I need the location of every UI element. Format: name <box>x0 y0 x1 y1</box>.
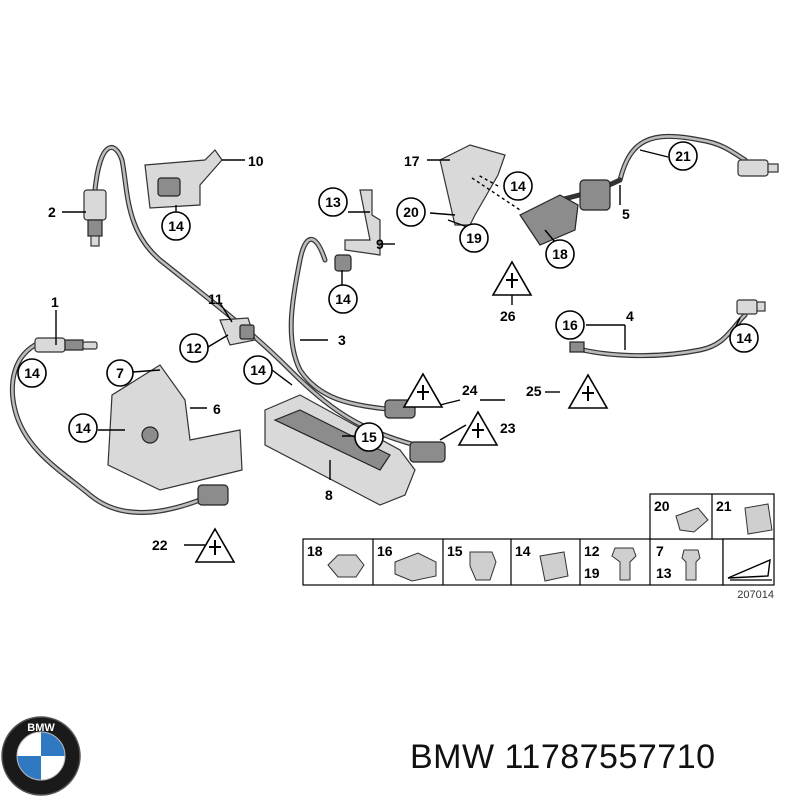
label-3: 3 <box>338 332 346 348</box>
label-2: 2 <box>48 204 56 220</box>
svg-text:14: 14 <box>24 365 40 381</box>
clip-icon <box>394 552 437 582</box>
svg-text:14: 14 <box>510 178 526 194</box>
holder-8 <box>264 394 416 506</box>
callout-19: 19 <box>459 223 489 253</box>
svg-text:18: 18 <box>552 246 568 262</box>
label-23: 23 <box>500 420 516 436</box>
label-1: 1 <box>51 294 59 310</box>
warning-triangle-24 <box>402 372 444 408</box>
svg-text:19: 19 <box>466 230 482 246</box>
svg-text:21: 21 <box>675 148 691 164</box>
callout-15: 15 <box>354 422 384 452</box>
label-4: 4 <box>626 308 634 324</box>
svg-text:7: 7 <box>116 365 124 381</box>
oxygen-sensor-21 <box>737 159 779 177</box>
callout-21: 21 <box>668 141 698 171</box>
svg-text:BMW: BMW <box>27 722 55 734</box>
oxygen-sensor-4 <box>569 299 766 353</box>
label-22: 22 <box>152 537 168 553</box>
svg-text:20: 20 <box>403 204 419 220</box>
legend-13: 13 <box>656 565 672 581</box>
bracket-9 <box>334 189 381 272</box>
callout-14b: 14 <box>17 358 47 388</box>
svg-text:15: 15 <box>361 429 377 445</box>
label-11: 11 <box>208 291 223 307</box>
legend-19: 19 <box>584 565 600 581</box>
bracket-11 <box>219 317 256 346</box>
label-24: 24 <box>462 382 478 398</box>
callout-14d: 14 <box>243 355 273 385</box>
svg-text:14: 14 <box>335 291 351 307</box>
clip-icon-21 <box>744 503 773 535</box>
label-25: 25 <box>526 383 542 399</box>
bracket-17 <box>439 144 506 226</box>
label-9: 9 <box>376 236 384 252</box>
legend-14: 14 <box>515 543 531 559</box>
sensor-cables <box>9 133 748 515</box>
callout-18: 18 <box>545 239 575 269</box>
nut-icon <box>327 554 365 578</box>
label-17: 17 <box>404 153 420 169</box>
svg-text:12: 12 <box>186 340 202 356</box>
oxygen-sensor-2 <box>83 189 107 247</box>
callout-14a: 14 <box>161 211 191 241</box>
label-26: 26 <box>500 308 516 324</box>
brand-part-number: BMW 11787557710 <box>410 738 716 776</box>
diagram-number: 207014 <box>737 589 774 601</box>
parts-legend: 18 16 15 14 12 19 7 13 20 21 207014 <box>302 493 775 601</box>
label-6: 6 <box>213 401 221 417</box>
label-8: 8 <box>325 487 333 503</box>
legend-7: 7 <box>656 543 664 559</box>
bmw-logo-icon: BMW <box>1 716 81 796</box>
callout-14e: 14 <box>328 284 358 314</box>
bolt-icon-7 <box>681 549 701 581</box>
warning-triangle-22 <box>194 527 236 563</box>
clip-icon-15 <box>469 551 497 581</box>
legend-15: 15 <box>447 543 463 559</box>
bracket-10 <box>144 149 223 209</box>
legend-20: 20 <box>654 498 670 514</box>
oxygen-sensor-1 <box>34 337 98 353</box>
legend-12: 12 <box>584 543 600 559</box>
svg-text:14: 14 <box>168 218 184 234</box>
callout-14g: 14 <box>729 323 759 353</box>
connectors-23-24 <box>384 399 446 463</box>
legend-21: 21 <box>716 498 732 514</box>
svg-text:14: 14 <box>250 362 266 378</box>
connector-18 <box>519 179 611 246</box>
arrow-icon <box>727 558 771 579</box>
svg-text:14: 14 <box>75 420 91 436</box>
clip-icon-14 <box>539 551 569 582</box>
callout-20: 20 <box>396 197 426 227</box>
warning-triangle-23 <box>457 410 499 446</box>
svg-text:14: 14 <box>736 330 752 346</box>
bracket-6 <box>107 364 243 491</box>
warning-triangle-26 <box>491 260 533 296</box>
legend-16: 16 <box>377 543 393 559</box>
callout-16: 16 <box>555 310 585 340</box>
callout-13: 13 <box>318 187 348 217</box>
label-5: 5 <box>622 206 630 222</box>
warning-triangle-25 <box>567 373 609 409</box>
connector-22 <box>197 484 229 506</box>
clip-icon-20 <box>675 507 709 533</box>
svg-text:13: 13 <box>325 194 341 210</box>
svg-text:16: 16 <box>562 317 578 333</box>
callout-14f: 14 <box>503 171 533 201</box>
bolt-icon-12 <box>611 547 637 581</box>
callout-7-main: 7 <box>106 359 134 387</box>
label-10: 10 <box>248 153 264 169</box>
legend-18: 18 <box>307 543 323 559</box>
callout-12: 12 <box>179 333 209 363</box>
callout-14c: 14 <box>68 413 98 443</box>
